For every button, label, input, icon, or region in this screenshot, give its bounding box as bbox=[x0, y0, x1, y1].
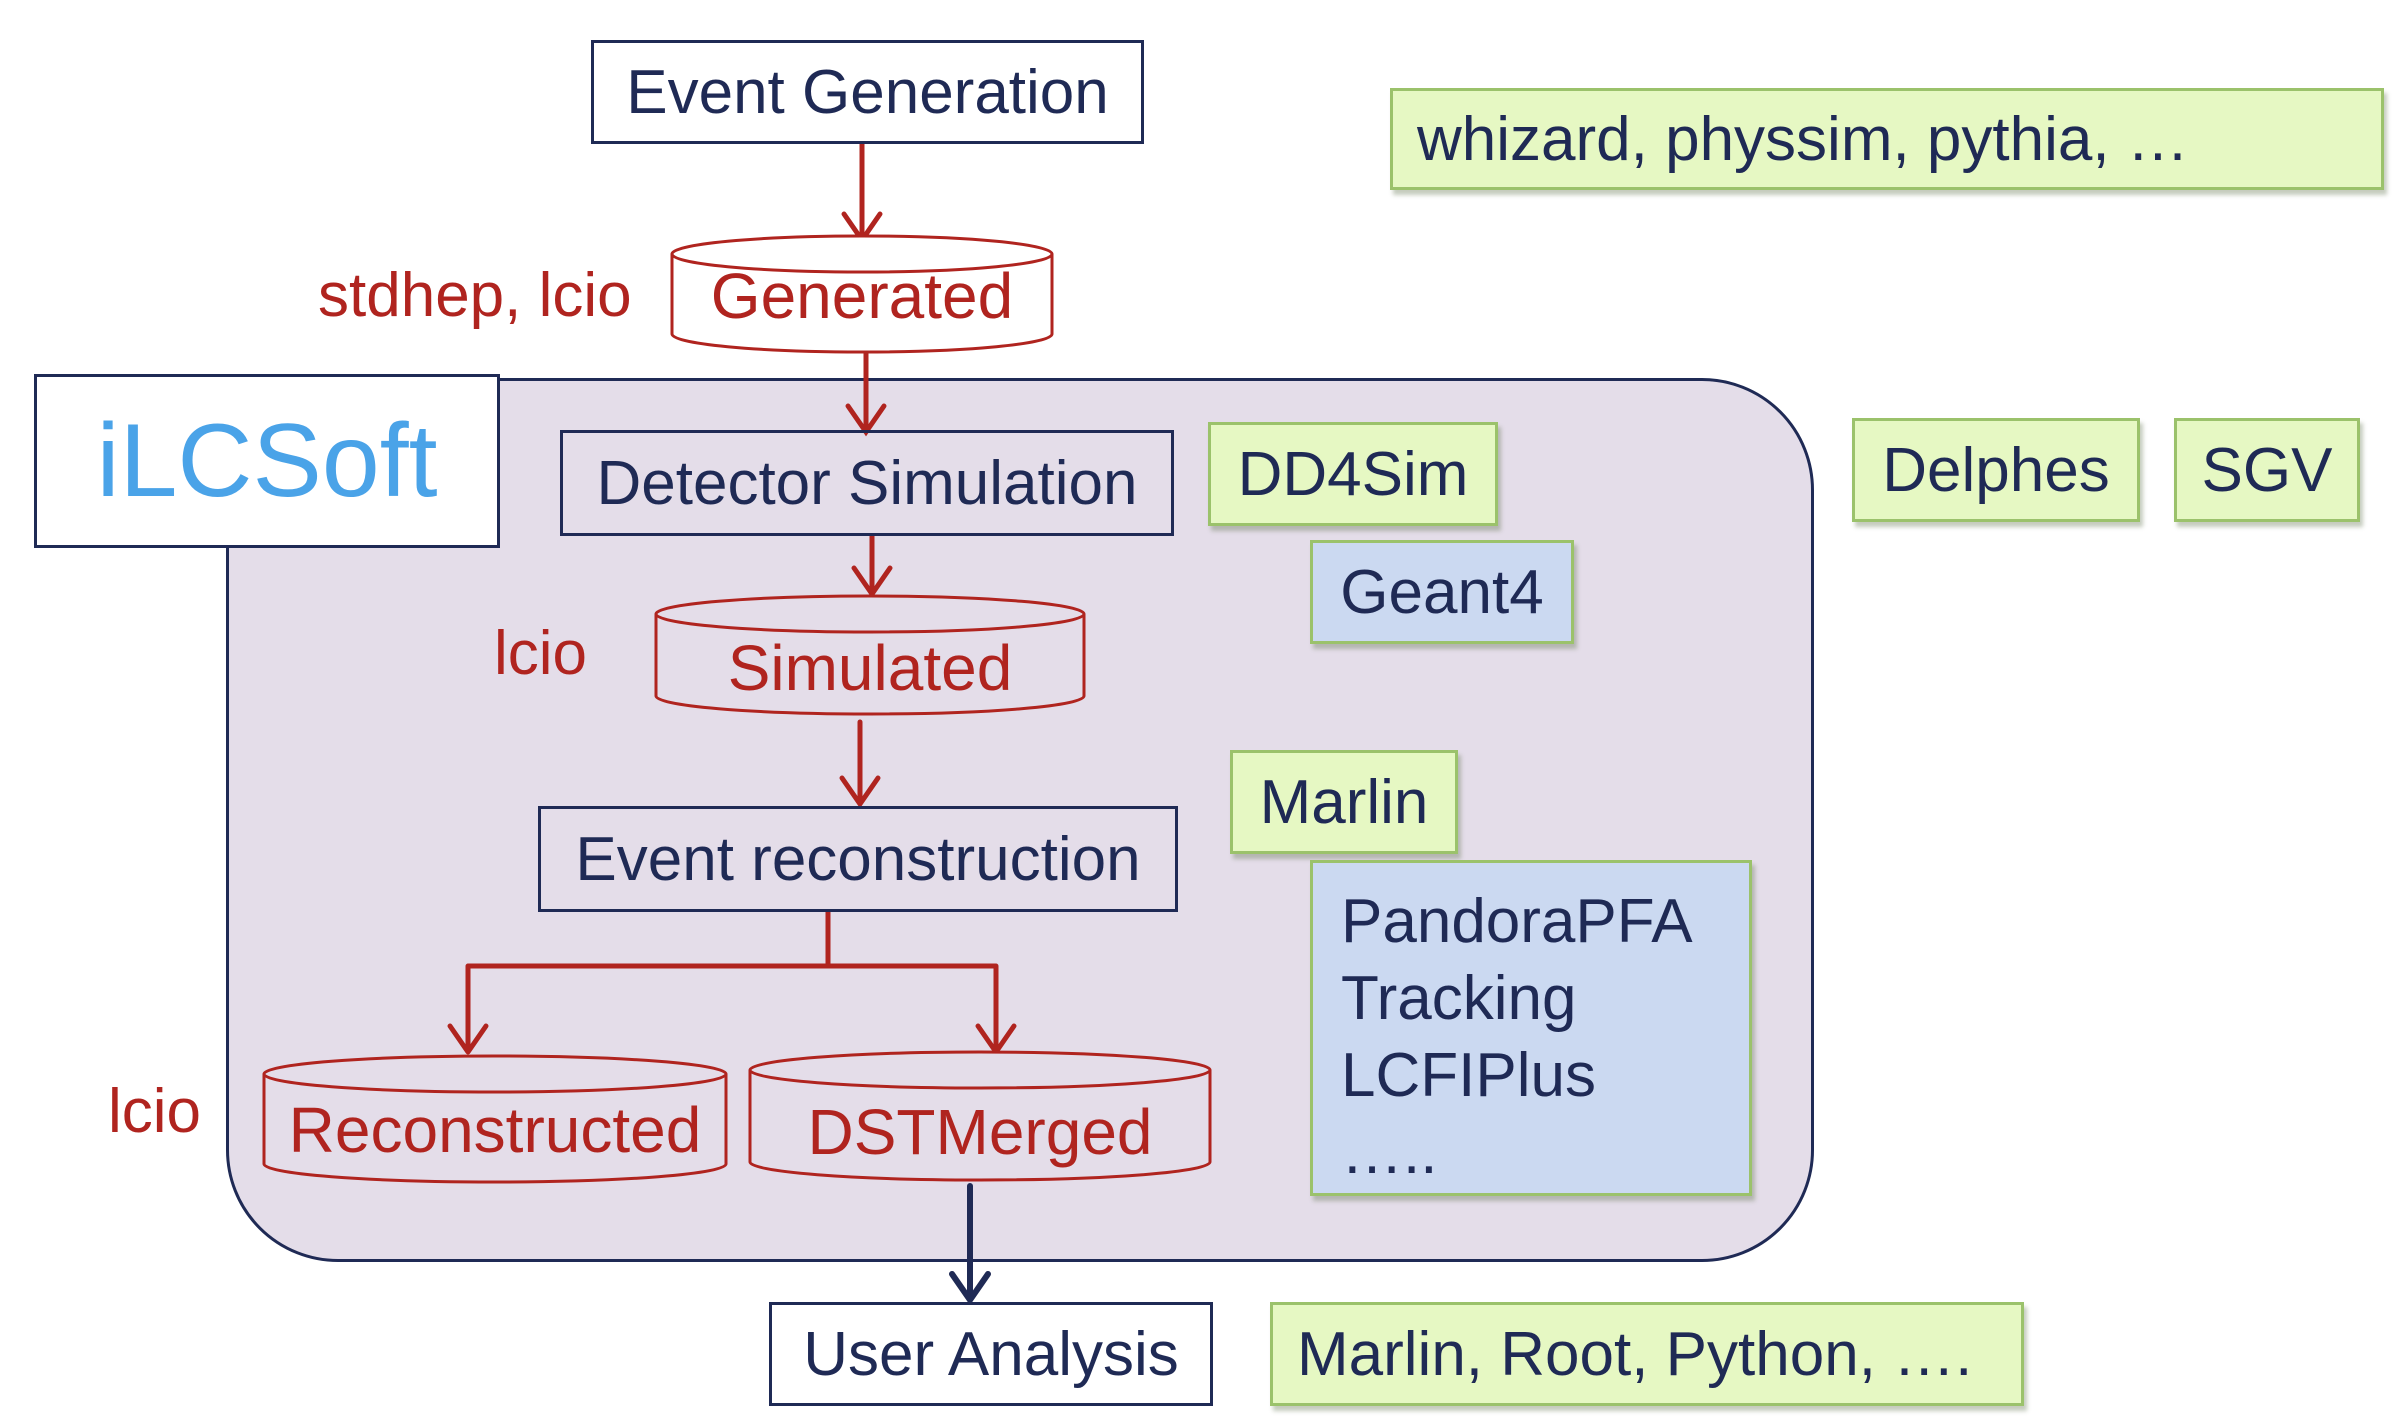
format-label-reconstructed: lcio bbox=[108, 1077, 202, 1146]
cylinder-reconstructed bbox=[262, 1054, 728, 1184]
analysis-tool-box: Marlin, Root, Python, …. bbox=[1270, 1302, 2024, 1406]
arrow-detsim-to-simulated bbox=[851, 533, 893, 599]
user-analysis-box: User Analysis bbox=[769, 1302, 1213, 1406]
reco-package-more: ….. bbox=[1341, 1118, 1438, 1187]
generated-label: Generated bbox=[710, 260, 1014, 332]
arrow-gen-to-generated bbox=[841, 141, 883, 245]
cylinder-simulated bbox=[654, 594, 1086, 716]
arrow-generated-to-detsim bbox=[845, 347, 887, 437]
event-reconstruction-box: Event reconstruction bbox=[538, 806, 1178, 912]
cylinder-dstmerged bbox=[748, 1050, 1212, 1182]
arrow-simulated-to-reco bbox=[839, 719, 881, 809]
event-generation-box: Event Generation bbox=[591, 40, 1144, 144]
cylinder-generated bbox=[670, 234, 1054, 354]
format-label-simulated: lcio bbox=[494, 619, 588, 688]
ilcsoft-label: iLCSoft bbox=[34, 374, 500, 548]
geant4-tool-box: Geant4 bbox=[1310, 540, 1574, 644]
dd4sim-tool-box: DD4Sim bbox=[1208, 422, 1498, 526]
reconstructed-label: Reconstructed bbox=[288, 1094, 702, 1166]
arrow-reco-split bbox=[447, 909, 1017, 1055]
delphes-tool-box: Delphes bbox=[1852, 418, 2140, 522]
reco-package-pandorapfa: PandoraPFA bbox=[1341, 887, 1693, 956]
detector-simulation-box: Detector Simulation bbox=[560, 430, 1174, 536]
dstmerged-label: DSTMerged bbox=[807, 1096, 1153, 1168]
arrow-dst-to-analysis bbox=[949, 1183, 991, 1306]
simulated-label: Simulated bbox=[727, 632, 1013, 704]
reco-package-tracking: Tracking bbox=[1341, 964, 1577, 1033]
reco-package-lcfiplus: LCFIPlus bbox=[1341, 1041, 1596, 1110]
sgv-tool-box: SGV bbox=[2174, 418, 2360, 522]
generators-tool-box: whizard, physsim, pythia, … bbox=[1390, 88, 2384, 190]
marlin-tool-box: Marlin bbox=[1230, 750, 1458, 854]
reco-packages-box: PandoraPFA Tracking LCFIPlus ….. bbox=[1310, 860, 1752, 1196]
format-label-generated: stdhep, lcio bbox=[318, 261, 632, 330]
